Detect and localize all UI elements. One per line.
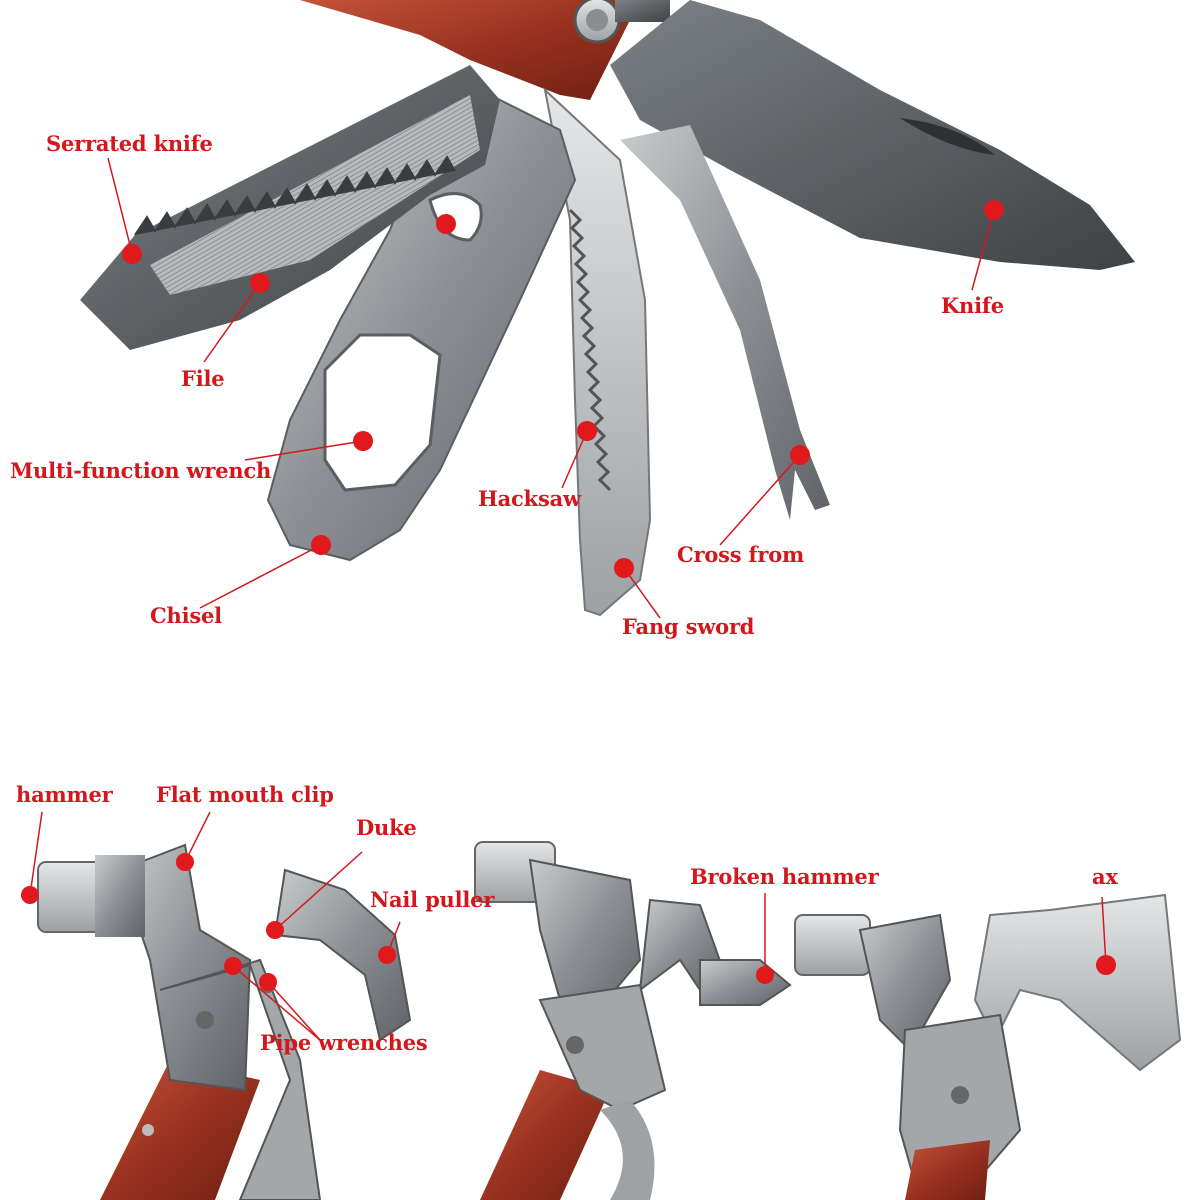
label-file: File <box>181 366 225 391</box>
annotation-dot-icon <box>353 431 373 451</box>
label-flat-mouth-clip: Flat mouth clip <box>156 782 334 807</box>
annotation-dot-icon <box>311 535 331 555</box>
wood-handle <box>300 0 640 100</box>
label-duke: Duke <box>356 815 417 840</box>
annotation-dot-icon <box>756 966 774 984</box>
annotation-dot-icon <box>122 244 142 264</box>
leader-lines <box>29 157 1107 1041</box>
label-ax: ax <box>1092 864 1118 889</box>
annotation-dots <box>21 200 1116 991</box>
label-nail-puller: Nail puller <box>370 887 495 912</box>
annotation-dot-icon <box>614 558 634 578</box>
annotation-dot-icon <box>224 957 242 975</box>
knife-blade <box>610 0 1135 270</box>
label-knife: Knife <box>941 293 1004 318</box>
annotation-dot-icon <box>259 973 277 991</box>
axe-tool-3 <box>794 893 1182 1200</box>
label-cross-from: Cross from <box>677 542 805 567</box>
annotation-dot-icon <box>984 200 1004 220</box>
label-chisel: Chisel <box>150 603 222 628</box>
annotation-dot-icon <box>266 921 284 939</box>
label-serrated-knife: Serrated knife <box>46 131 213 156</box>
label-fang-sword: Fang sword <box>622 614 755 639</box>
hammer-tool-2 <box>474 841 792 1200</box>
label-hammer: hammer <box>16 782 113 807</box>
annotation-dot-icon <box>436 214 456 234</box>
annotation-dot-icon <box>577 421 597 441</box>
cross-prong <box>620 125 830 520</box>
annotation-dot-icon <box>378 946 396 964</box>
multi-tool-hammer-image <box>37 841 1182 1200</box>
label-pipe-wrenches: Pipe wrenches <box>260 1030 428 1055</box>
annotation-dot-icon <box>176 853 194 871</box>
annotation-dot-icon <box>1096 955 1116 975</box>
annotation-dot-icon <box>21 886 39 904</box>
annotation-dot-icon <box>790 445 810 465</box>
hammer-tool-1 <box>37 843 412 1200</box>
label-multi-function-wrench: Multi-function wrench <box>10 458 272 483</box>
label-broken-hammer: Broken hammer <box>690 864 879 889</box>
annotation-dot-icon <box>250 273 270 293</box>
hacksaw-blade <box>543 87 652 617</box>
label-hacksaw: Hacksaw <box>478 486 581 511</box>
